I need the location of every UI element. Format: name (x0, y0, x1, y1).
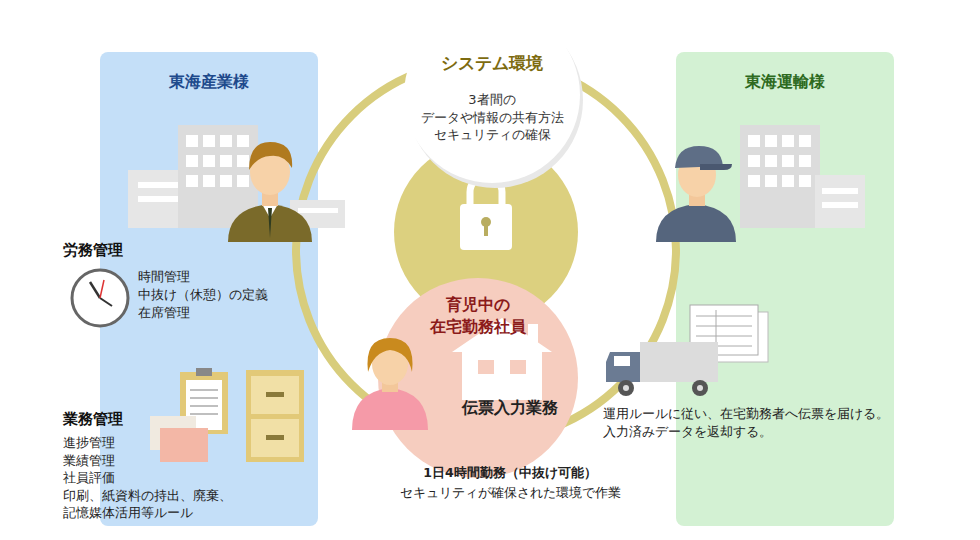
note-text: セキュリティが確保された環境で作業 (400, 484, 621, 503)
text-line: 東海運輸様 (676, 70, 894, 93)
system-circle: システム環境 3者間の データや情報の共有方法 セキュリティの確保 (404, 7, 580, 183)
text-line: 在宅勤務社員 (378, 316, 578, 338)
node-heading: 東海産業様 (100, 70, 318, 93)
node-heading: 育児中の 在宅勤務社員 (378, 294, 578, 339)
node-text: 業務管理 (63, 409, 123, 431)
text-line: 入力済みデータを返却する。 (603, 423, 889, 441)
text-line: 業務管理 (63, 409, 123, 431)
text-line: 東海産業様 (100, 70, 318, 93)
node-text: 運用ルールに従い、在宅勤務者へ伝票を届ける。 入力済みデータを返却する。 (603, 405, 889, 441)
text-line: 進捗管理 (63, 434, 232, 452)
text-line: 運用ルールに従い、在宅勤務者へ伝票を届ける。 (603, 405, 889, 423)
text-line: 業績管理 (63, 452, 232, 470)
node-text: 進捗管理 業績管理 社員評価 印刷、紙資料の持出、廃棄、 記憶媒体活用等ルール (63, 434, 232, 522)
text-line: 育児中の (378, 294, 578, 316)
note-text: 1日4時間勤務（中抜け可能） (423, 464, 596, 483)
text-line: 記憶媒体活用等ルール (63, 504, 232, 522)
node-heading: 東海運輸様 (676, 70, 894, 93)
text-line: データや情報の共有方法 (404, 109, 580, 127)
node-text: 伝票入力業務 (462, 396, 558, 419)
text-line: 3者間の (404, 91, 580, 109)
node-outline (676, 52, 894, 526)
text-line: 印刷、紙資料の持出、廃棄、 (63, 487, 232, 505)
text-line: 在席管理 (138, 304, 268, 322)
node-text: 労務管理 (63, 240, 123, 262)
node-text: 時間管理 中抜け（休憩）の定義 在席管理 (138, 268, 268, 322)
text-line: セキュリティの確保 (404, 126, 580, 144)
carrier-panel: 東海運輸様運用ルールに従い、在宅勤務者へ伝票を届ける。 入力済みデータを返却する… (676, 52, 894, 526)
text-line: 中抜け（休憩）の定義 (138, 286, 268, 304)
text-line: 伝票入力業務 (462, 396, 558, 419)
text-line: 社員評価 (63, 469, 232, 487)
node-heading: システム環境 (404, 51, 580, 76)
text-line: システム環境 (404, 51, 580, 76)
text-line: 時間管理 (138, 268, 268, 286)
text-line: 労務管理 (63, 240, 123, 262)
node-text: 3者間の データや情報の共有方法 セキュリティの確保 (404, 91, 580, 144)
